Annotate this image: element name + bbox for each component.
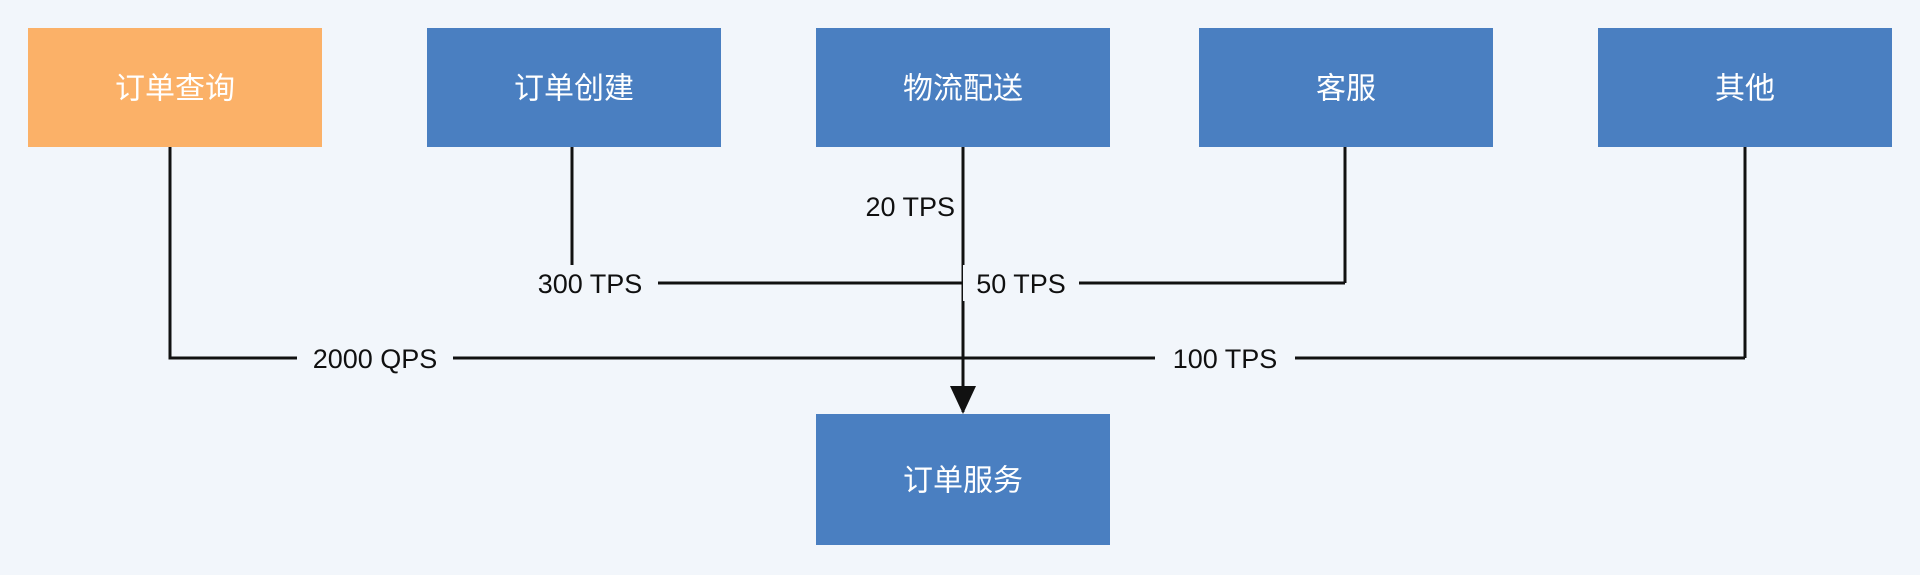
- arrow-head-icon: [950, 386, 976, 414]
- node-layer: 订单查询 订单创建 物流配送 客服 其他: [28, 28, 1892, 545]
- node-customer-service[interactable]: 客服: [1199, 28, 1493, 147]
- node-other[interactable]: 其他: [1598, 28, 1892, 147]
- edge-label-bg-other: [1155, 340, 1295, 376]
- edge-label-other: 100 TPS: [1173, 344, 1278, 374]
- edge-label-layer: 20 TPS 300 TPS 50 TPS 2000 QPS 100 TPS: [297, 189, 1295, 376]
- edge-label-customer-service: 50 TPS: [976, 269, 1066, 299]
- edge-label-bg-order-create: [522, 265, 658, 301]
- edge-label-bg-customer-service: [963, 265, 1079, 301]
- node-order-query-label: 订单查询: [115, 73, 235, 106]
- edge-label-order-create: 300 TPS: [538, 269, 643, 299]
- node-order-service-label: 订单服务: [903, 465, 1023, 498]
- node-order-service-rect[interactable]: [816, 414, 1110, 545]
- edge-label-logistics: 20 TPS: [865, 192, 955, 222]
- node-order-service[interactable]: 订单服务: [816, 414, 1110, 545]
- node-logistics-delivery-label: 物流配送: [903, 73, 1023, 106]
- node-order-create[interactable]: 订单创建: [427, 28, 721, 147]
- node-other-label: 其他: [1715, 73, 1775, 106]
- node-order-query-rect[interactable]: [28, 28, 322, 147]
- node-customer-service-rect[interactable]: [1199, 28, 1493, 147]
- node-customer-service-label: 客服: [1316, 73, 1376, 106]
- node-order-query[interactable]: 订单查询: [28, 28, 322, 147]
- node-order-create-rect[interactable]: [427, 28, 721, 147]
- edge-path-order-query: [168, 147, 1745, 360]
- node-logistics-delivery[interactable]: 物流配送: [816, 28, 1110, 147]
- edge-label-bg-logistics: [856, 189, 960, 225]
- edge-label-order-query: 2000 QPS: [313, 344, 438, 374]
- edge-label-bg-order-query: [297, 340, 453, 376]
- node-order-create-label: 订单创建: [514, 73, 634, 106]
- node-other-rect[interactable]: [1598, 28, 1892, 147]
- node-logistics-delivery-rect[interactable]: [816, 28, 1110, 147]
